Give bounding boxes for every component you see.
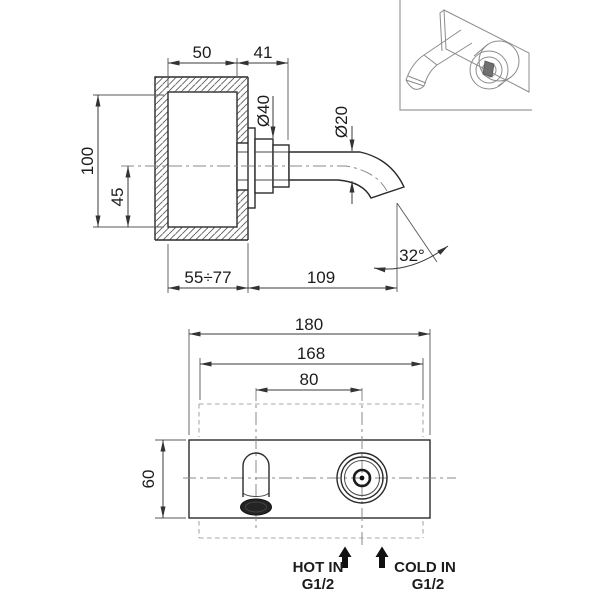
iso-valve-stem — [482, 60, 495, 78]
side-section-view: 50 41 100 45 55÷77 109 — [78, 43, 449, 293]
dimension-plate-height: 60 — [139, 439, 186, 519]
dimension-center-height: 45 — [108, 166, 131, 227]
dimension-centers-distance: 80 — [256, 370, 362, 393]
valve-screw — [359, 475, 365, 481]
dim-label-45: 45 — [108, 188, 127, 207]
bottom-view: 180 168 80 60 — [139, 315, 456, 547]
hot-inlet-arrow-icon — [338, 546, 352, 568]
hot-inlet-thread: G1/2 — [302, 576, 335, 593]
valve-hub — [352, 468, 372, 488]
recessed-body — [167, 91, 238, 228]
iso-view — [399, 0, 532, 111]
dimension-spout-base: 41 — [237, 43, 289, 140]
cold-inlet-arrow-icon — [375, 546, 389, 568]
dim-label-41: 41 — [254, 43, 273, 62]
iso-frame-corner — [399, 0, 532, 111]
iso-wall-plate — [443, 9, 530, 93]
hidden-body-outline — [198, 403, 424, 539]
dimension-body-width: 168 — [199, 344, 424, 400]
dim-label-32deg: 32° — [399, 246, 425, 265]
spout-centerline — [121, 165, 388, 192]
dimension-flange-diameter: Ø40 — [254, 95, 276, 138]
wall-fitting-lines — [237, 151, 249, 181]
escutcheon-plate — [247, 127, 256, 209]
cold-inlet-thread: G1/2 — [412, 576, 445, 593]
wall-outline — [154, 76, 249, 241]
iso-spout — [405, 29, 473, 90]
iso-valve-knob — [469, 40, 520, 90]
inlet-labels: HOT IN G1/2 COLD IN G1/2 — [293, 546, 456, 593]
dim-label-50: 50 — [193, 43, 212, 62]
spout-bottom-view — [240, 452, 272, 516]
aerator-inner-ring — [245, 501, 267, 513]
dim-label-d20: Ø20 — [332, 106, 351, 138]
dimension-spout-diameter: Ø20 — [332, 106, 355, 204]
dimension-plate-width: 180 — [188, 315, 431, 435]
cold-inlet-label: COLD IN — [394, 559, 456, 576]
spout-shank-lines — [255, 151, 289, 181]
wall-hatch — [155, 77, 249, 240]
dim-label-60: 60 — [139, 470, 158, 489]
aerator — [240, 498, 272, 516]
iso-faucet-illustration — [405, 9, 530, 93]
dim-label-100: 100 — [78, 147, 97, 175]
dim-label-55-77: 55÷77 — [184, 268, 231, 287]
dimension-spout-reach: 109 — [248, 268, 397, 291]
face-plate — [188, 439, 431, 519]
valve-front-view — [336, 452, 388, 504]
spout-tube — [288, 151, 405, 199]
dim-label-d40: Ø40 — [254, 95, 273, 127]
dim-label-80: 80 — [300, 370, 319, 389]
dimension-wall-depth-range: 55÷77 — [167, 243, 249, 293]
dim-label-109: 109 — [307, 268, 335, 287]
iso-plate-edge — [439, 9, 445, 52]
dim-label-180: 180 — [295, 315, 323, 334]
hot-inlet-label: HOT IN — [293, 559, 344, 576]
angle-annotation: 32° — [373, 202, 449, 292]
dim-label-168: 168 — [297, 344, 325, 363]
